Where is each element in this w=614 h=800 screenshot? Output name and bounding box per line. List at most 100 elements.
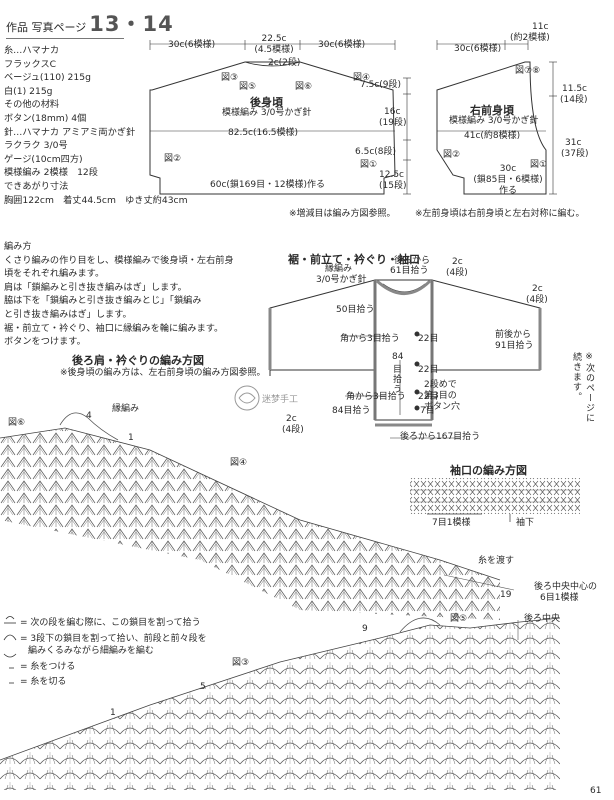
edge-twoc: 2c [286, 414, 297, 424]
edge-btn2: 第3目の [424, 391, 457, 401]
page-number: 61 [590, 786, 602, 796]
chart-row19: 19 [500, 590, 512, 600]
front-chain: 30c [499, 164, 517, 174]
side-h2: 16c [384, 107, 401, 117]
edge-c2r: 2c [532, 284, 543, 294]
front-width: 41c(約8模様) [464, 131, 521, 141]
fig4-label: 図④ [353, 73, 371, 83]
instructions-line: くさり編みの作り目をし、模様編みで後身頃・左右前身 [4, 254, 234, 266]
materials-line: ゲージ(10cm四方) [4, 153, 83, 165]
chart-thread: 糸を渡す [478, 556, 515, 566]
back-dim-left: 30c(6模様) [168, 40, 216, 50]
instructions-line: 脇は下を「鎖編みと引き抜き編みとじ」「鎖編み [4, 295, 202, 307]
front-pattern: 模様編み 3/0号かぎ針 [449, 116, 539, 126]
legend-symbols [3, 616, 17, 684]
materials-line: ラクラク 3/0号 [4, 140, 68, 152]
back-note: ※増減目は編み方図参照。 [289, 209, 396, 219]
chart-title: 後ろ肩・衿ぐりの編み方図 [72, 354, 204, 367]
instructions-line: 肩は「鎖編みと引き抜き編みはぎ」します。 [4, 281, 187, 293]
materials-line: 針…ハマナカ アミアミ両かぎ針 [4, 126, 136, 138]
edge-r50: 50目拾う [336, 305, 375, 315]
edge-title: 裾・前立て・衿ぐり・袖口 [288, 253, 420, 266]
instructions-line: 頃をそれぞれ編みます。 [4, 268, 105, 280]
legend-l1: = 次の段を編む際に、この鎖目を割って拾う [20, 618, 201, 628]
edge-c2: 2c [452, 257, 463, 267]
chart-fig6: 図⑥ [8, 418, 26, 428]
header-prefix: 作品 写真ページ [6, 21, 87, 34]
back-fig2: 図② [164, 154, 182, 164]
watermark-text: 迷梦手工 [262, 395, 299, 405]
front-fig78: 図⑦⑧ [515, 66, 541, 76]
edge-r22c: 22目 [418, 392, 439, 402]
edge-btn3: ボタン穴 [424, 402, 461, 412]
back-fig1: 図① [360, 160, 378, 170]
back-width: 82.5c(16.5模様) [228, 128, 299, 138]
chart-edging: 縁編み [112, 404, 140, 414]
side-h2b: (19段) [379, 118, 407, 128]
instructions-line: 編み方 [4, 241, 32, 252]
chart-center: 後ろ中央 [524, 614, 561, 624]
materials-line: ベージュ(110) 215g [4, 72, 91, 84]
materials-line: 糸…ハマナカ [4, 45, 60, 56]
front-h2b: (37段) [561, 149, 589, 159]
front-h1: 11.5c [562, 84, 587, 94]
chart-row5: 5 [200, 682, 206, 692]
materials-line: 白(1) 215g [4, 85, 53, 97]
edge-f91b: 91目拾う [495, 341, 534, 351]
instructions-line: ボタンをつけます。 [4, 336, 86, 348]
front-h2: 31c [565, 138, 582, 148]
edge-f84: 84 [392, 352, 404, 362]
instructions-line: 裾・前立て・衿ぐり、袖口に縁編みを輪に編みます。 [4, 322, 224, 334]
materials-line: フラックスC [4, 58, 57, 70]
back-dim-right: 30c(6模様) [318, 40, 366, 50]
edge-f91: 前後から [495, 330, 532, 340]
front-note: ※左前身頃は右前身頃と左右対称に編む。 [415, 209, 585, 219]
instructions-list: 編み方 くさり編みの作り目をし、模様編みで後身頃・左右前身 頃をそれぞれ編みます… [4, 240, 244, 349]
front-chain-sub: (鎖85目・6模様) [473, 175, 543, 185]
materials-line: ボタン(18mm) 4個 [4, 112, 87, 124]
front-fig2: 図② [443, 150, 461, 160]
front-dim-tr: 11c [532, 22, 549, 32]
front-fig1: 図① [530, 160, 548, 170]
materials-line: 胸囲122cm 着丈44.5cm ゆき丈約43cm [4, 194, 188, 206]
edge-corner3: 角から3目拾う [340, 334, 400, 344]
sleeve-rep: 7目1模様 [432, 518, 471, 528]
legend-l4: = 糸を切る [20, 677, 67, 687]
fig6-label: 図⑥ [295, 82, 313, 92]
edge-back167: 後ろから167目拾う [400, 432, 481, 442]
materials-list: 糸…ハマナカ フラックスC ベージュ(110) 215g 白(1) 215g そ… [4, 44, 214, 207]
edge-twoc-b: (4段) [282, 425, 304, 435]
back-pattern: 模様編み 3/0号かぎ針 [222, 108, 312, 118]
materials-line: できあがり寸法 [4, 180, 69, 192]
side-h4b: (15段) [379, 181, 407, 191]
edge-corner3b: 角から3目拾う [346, 392, 406, 402]
edge-c2b: (4段) [446, 268, 468, 278]
header-rule [6, 38, 124, 39]
right-front-schematic [436, 40, 557, 195]
edge-r84b: 84目拾う [332, 406, 371, 416]
chart-fig4: 図④ [230, 458, 248, 468]
sleeve-under: 袖下 [516, 518, 535, 528]
edge-back-pick: 後ろから [394, 256, 431, 266]
back-dim-center: 22.5c [261, 34, 287, 44]
chart-row4: 4 [86, 411, 92, 421]
front-title: 右前身頃 [470, 104, 514, 117]
fig5-label: 図⑤ [239, 82, 257, 92]
front-dim-tr-sub: (約2模様) [510, 33, 550, 43]
sleeve-cuff-chart [410, 478, 580, 522]
chart-row9: 9 [362, 624, 368, 634]
edge-r7: 7目 [420, 406, 435, 416]
chart-center-rep2: 6目1模様 [540, 593, 579, 603]
front-h1b: (14段) [560, 95, 588, 105]
chart-note: ※後身頃の編み方は、左右前身頃の編み方図参照。 [60, 368, 266, 378]
cardigan-edge-schematic [268, 279, 542, 439]
chart-row1b: 1 [128, 433, 134, 443]
edge-btn: 2段めで [424, 380, 457, 390]
chart-center-rep: 後ろ中央中心の [534, 582, 598, 592]
back-bodice-schematic [149, 40, 396, 195]
back-title: 後身頃 [250, 96, 283, 109]
edge-f84b: 目拾う [391, 364, 401, 394]
side-dimensions [403, 77, 411, 195]
